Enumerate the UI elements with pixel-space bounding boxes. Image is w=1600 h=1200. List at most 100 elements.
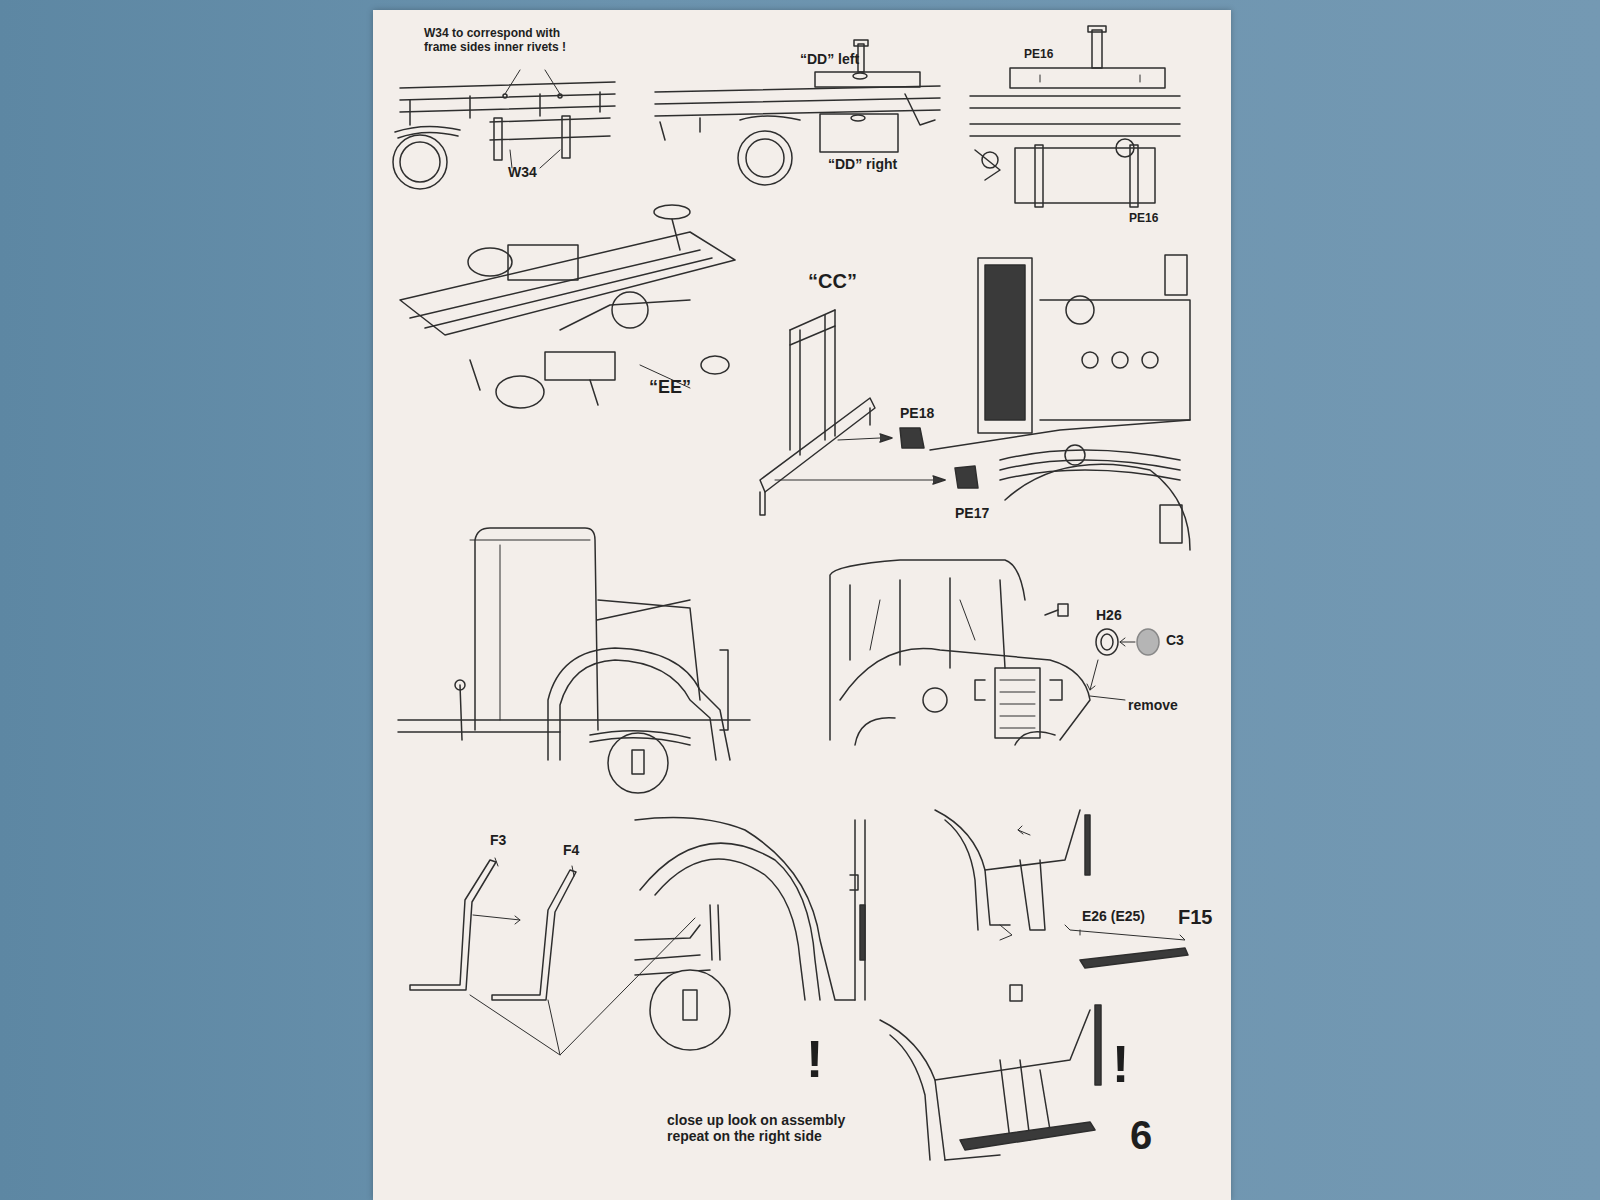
fender-bracket-parts-line xyxy=(473,915,520,920)
chassis-with-tanks-line xyxy=(851,115,865,121)
chassis-isometric-line xyxy=(545,352,615,380)
chassis-isometric-line xyxy=(470,360,598,405)
cab-front-view-line xyxy=(1120,638,1125,646)
front-bumper-assembly-line xyxy=(1160,505,1182,543)
cab-side-view-line xyxy=(597,600,690,620)
cab-front-view-line xyxy=(1096,629,1118,655)
step-closeup-line xyxy=(1095,1005,1101,1085)
cab-front-view-line xyxy=(975,680,1062,700)
fuel-tank-detail-line xyxy=(1015,148,1155,203)
chassis-with-tanks xyxy=(655,40,940,185)
chassis-side-view-line xyxy=(395,126,460,138)
part-number: PE16 xyxy=(1129,212,1158,226)
step-assembly-line xyxy=(1080,930,1081,935)
step-closeup-line xyxy=(1010,985,1022,1001)
fender-assembly-line xyxy=(855,820,865,1000)
cab-side-view-line xyxy=(720,650,728,730)
step-assembly-line xyxy=(945,820,978,930)
chassis-with-tanks-line xyxy=(815,72,920,87)
chassis-isometric-line xyxy=(400,232,735,335)
step-assembly-line xyxy=(1080,948,1188,968)
fuel-tank-detail-line xyxy=(1092,30,1102,68)
step-assembly-line xyxy=(1065,925,1185,940)
cab-front-view-line xyxy=(870,600,975,650)
chassis-isometric-line xyxy=(468,248,512,276)
step-closeup xyxy=(880,985,1101,1160)
chassis-with-tanks-line xyxy=(660,116,800,140)
note-text: close up look on assembly repeat on the … xyxy=(667,1112,872,1144)
step-assembly-line xyxy=(1085,815,1090,875)
front-bumper-assembly-line xyxy=(880,434,892,442)
warning-mark: ! xyxy=(806,1030,823,1090)
front-bumper-assembly-line xyxy=(978,258,1032,433)
fender-assembly-line xyxy=(710,905,720,960)
front-bumper-assembly-line xyxy=(930,420,1190,450)
cab-front-view-line xyxy=(1137,629,1159,655)
fuel-tank-detail-line xyxy=(1116,139,1134,157)
step-closeup-line xyxy=(1000,1060,1030,1140)
part-label: “DD” right xyxy=(828,156,897,172)
chassis-side-view-line xyxy=(400,142,440,182)
chassis-with-tanks-line xyxy=(746,139,784,177)
step-closeup-line xyxy=(945,1155,1000,1160)
front-bumper-assembly-line xyxy=(1142,352,1158,368)
front-bumper-assembly-line xyxy=(1066,296,1094,324)
front-bumper-assembly-line xyxy=(760,398,875,492)
fender-assembly-line xyxy=(650,970,730,1050)
chassis-isometric-line xyxy=(496,376,544,408)
front-bumper-assembly-line xyxy=(955,466,978,488)
cab-side-view-line xyxy=(590,731,690,745)
cab-side-view-line xyxy=(560,660,716,760)
fender-bracket-parts-line xyxy=(495,858,574,876)
fender-bracket-parts-line xyxy=(515,916,520,924)
cab-side-view-line xyxy=(455,680,465,690)
fender-assembly-line xyxy=(683,990,697,1020)
chassis-with-tanks-line xyxy=(854,40,868,46)
part-number: H26 xyxy=(1096,607,1122,623)
fuel-tank-detail-line xyxy=(1010,68,1165,88)
cab-side-view-line xyxy=(598,600,700,700)
step-assembly xyxy=(935,810,1188,968)
chassis-side-view-line xyxy=(558,94,562,98)
front-bumper-assembly-line xyxy=(1082,352,1098,368)
cab-side-view-line xyxy=(398,720,750,732)
cab-side-view-line xyxy=(470,540,590,720)
fuel-tank-detail-line xyxy=(970,96,1180,136)
fuel-tank-detail-line xyxy=(975,150,1000,180)
step-closeup-line xyxy=(935,1010,1090,1080)
chassis-side-view xyxy=(393,70,615,189)
chassis-side-view-line xyxy=(490,118,610,140)
front-bumper-assembly-line xyxy=(900,428,924,448)
chassis-isometric-line xyxy=(654,205,690,219)
cab-front-view-line xyxy=(840,649,1090,740)
step-assembly-line xyxy=(1020,860,1045,930)
chassis-isometric-line xyxy=(612,292,648,328)
fuel-tank-detail-line xyxy=(1088,26,1106,32)
front-bumper-assembly-line xyxy=(985,265,1025,420)
chassis-with-tanks-line xyxy=(853,73,867,79)
chassis-side-view-line xyxy=(393,135,447,189)
chassis-isometric-line xyxy=(508,245,578,280)
cab-side-view xyxy=(398,528,750,793)
chassis-side-view-line xyxy=(494,118,502,160)
cab-front-view-line xyxy=(1045,610,1058,615)
part-label: “DD” left xyxy=(800,51,859,67)
chassis-side-view-line xyxy=(410,92,600,125)
cab-front-view-line xyxy=(1000,680,1035,728)
step-closeup-line xyxy=(890,1035,930,1160)
note-text: remove xyxy=(1128,697,1178,713)
front-bumper-assembly-line xyxy=(1040,300,1190,420)
part-number: E26 (E25) xyxy=(1082,908,1145,924)
cab-side-view-line xyxy=(475,528,598,730)
fender-bracket-parts-line xyxy=(492,870,576,1000)
step-assembly-line xyxy=(1018,830,1030,835)
cab-front-view-line xyxy=(995,668,1040,738)
cab-side-view-line xyxy=(460,685,462,740)
cab-front-view-line xyxy=(1120,642,1135,643)
chassis-with-tanks-line xyxy=(820,114,898,152)
part-number: PE17 xyxy=(955,505,989,521)
chassis-side-view-line xyxy=(562,116,570,158)
step-closeup-line xyxy=(880,1020,945,1160)
part-number: F3 xyxy=(490,832,506,848)
